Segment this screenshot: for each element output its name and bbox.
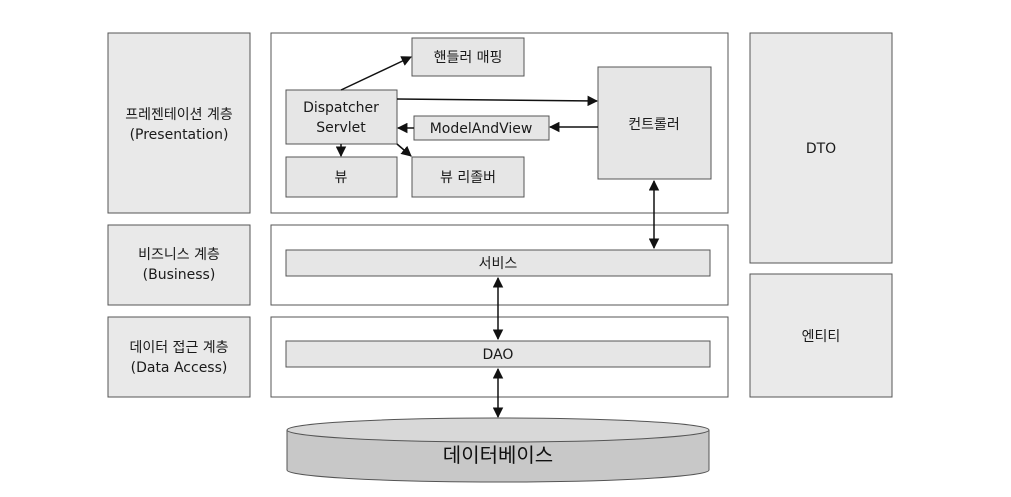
business-layer-box bbox=[107, 224, 251, 306]
business-layer-subtitle: (Business) bbox=[143, 267, 216, 283]
dispatcher-servlet-label-line2: Servlet bbox=[316, 120, 366, 136]
model-and-view-label: ModelAndView bbox=[430, 121, 533, 137]
database-cylinder bbox=[286, 417, 710, 483]
data-access-layer-box bbox=[107, 316, 251, 398]
view-resolver-box bbox=[411, 156, 525, 198]
presentation-layer-title: 프레젠테이션 계층 bbox=[125, 107, 233, 123]
entity-label: 엔티티 bbox=[802, 329, 841, 345]
view-box bbox=[285, 156, 398, 198]
dto-box bbox=[749, 32, 893, 264]
dao-box bbox=[285, 340, 711, 368]
entity-box bbox=[749, 273, 893, 398]
database-label: 데이터베이스 bbox=[443, 443, 553, 467]
presentation-layer-subtitle: (Presentation) bbox=[130, 127, 229, 143]
arrow-dispatcher-to-view-resolver bbox=[396, 143, 412, 157]
dto-label: DTO bbox=[806, 141, 836, 157]
dao-label: DAO bbox=[483, 347, 514, 363]
view-label: 뷰 bbox=[335, 170, 348, 186]
service-box bbox=[285, 249, 711, 277]
arrow-dispatcher-to-handler-mapping bbox=[340, 56, 412, 91]
data-access-layer-subtitle: (Data Access) bbox=[131, 360, 228, 376]
controller-label: 컨트롤러 bbox=[628, 117, 680, 133]
arrow-dispatcher-to-controller bbox=[396, 95, 599, 107]
service-label: 서비스 bbox=[479, 256, 518, 272]
business-layer-title: 비즈니스 계층 bbox=[138, 247, 220, 263]
controller-box bbox=[597, 66, 712, 180]
dispatcher-servlet-box bbox=[285, 89, 398, 145]
presentation-layer-box bbox=[107, 32, 251, 214]
data-access-layer-title: 데이터 접근 계층 bbox=[129, 340, 228, 356]
handler-mapping-box bbox=[411, 37, 525, 77]
view-resolver-label: 뷰 리졸버 bbox=[440, 170, 496, 186]
handler-mapping-label: 핸들러 매핑 bbox=[434, 50, 503, 66]
dispatcher-servlet-label-line1: Dispatcher bbox=[303, 100, 379, 116]
